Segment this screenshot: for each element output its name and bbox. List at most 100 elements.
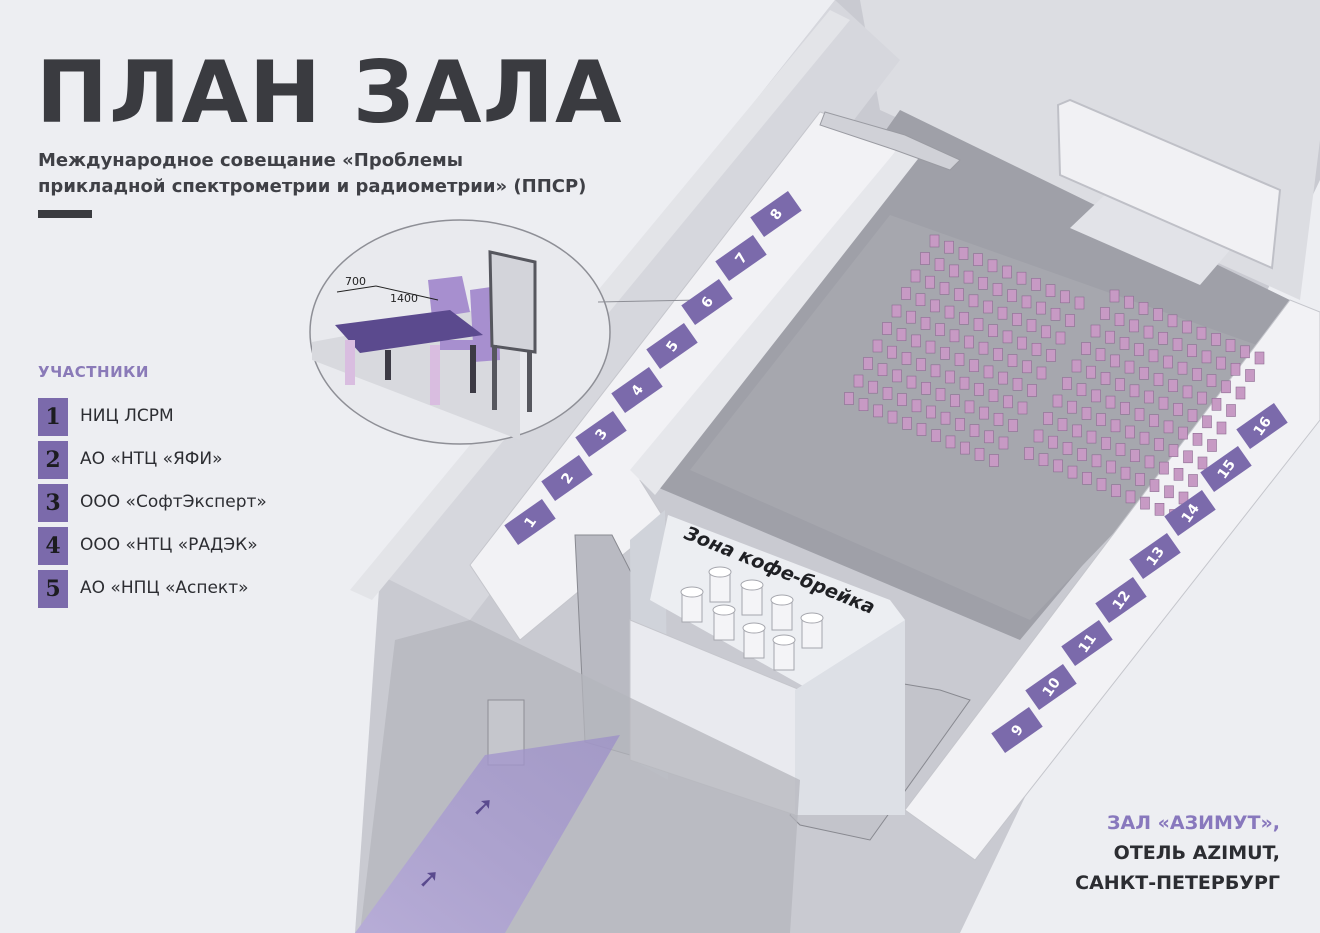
seat [931,429,941,443]
seat [950,394,960,408]
seat [973,253,983,266]
booth-9: 9 [991,706,1043,754]
seat [1115,378,1125,391]
seat [1036,366,1047,380]
booth-6: 6 [681,278,733,326]
booth-2: 2 [541,454,593,502]
seat [1081,342,1091,355]
seat [964,335,974,349]
legend-label: ООО «НТЦ «РАДЭК» [80,535,258,555]
seat [1130,449,1140,463]
seat [983,300,993,314]
seat [989,454,999,467]
seat [930,299,940,313]
seat [1143,325,1154,339]
seat [1187,409,1198,422]
legend-label: ООО «СофтЭксперт» [80,492,267,512]
seating-block-left [844,234,1085,467]
seat [1154,502,1165,516]
seat [844,392,854,405]
seat [1124,295,1134,309]
cocktail-table [770,594,794,631]
seat [935,323,945,336]
gallery-inner-edge [630,140,925,495]
seat [1149,479,1160,492]
seat [1096,413,1106,426]
seat [1057,418,1068,432]
booth-4: 4 [611,366,663,414]
cocktail-table [800,612,824,649]
seat [1153,373,1164,386]
seat [916,423,927,436]
seat [1007,289,1017,303]
seat [940,411,951,425]
seat [1002,330,1013,344]
seat [1206,374,1217,387]
booth-marker [1200,445,1252,493]
inset-poster-board [488,250,537,354]
seat [949,264,959,278]
seat [1041,325,1051,339]
table-detail-inset: 700 1400 [309,219,701,445]
seat [988,324,998,338]
seat [872,339,883,353]
seat [1091,454,1102,468]
seat [1101,436,1111,450]
seat [1154,438,1164,451]
seat [1139,366,1149,380]
booth-marker [715,234,767,282]
seat [969,424,980,437]
seat [987,259,998,273]
seat [1045,284,1056,297]
seat [1178,426,1188,440]
seat [1095,348,1106,362]
seat [1074,296,1085,310]
cocktail-table [680,586,704,623]
booth-7: 7 [715,234,767,282]
venue-city: САНКТ-ПЕТЕРБУРГ [1075,872,1280,894]
booth-8: 8 [750,190,802,238]
page-title: ПЛАН ЗАЛА [36,43,623,143]
cocktail-table [712,604,736,641]
seat [1012,377,1023,391]
seat [916,358,926,371]
seat [944,240,954,254]
seat [1221,380,1231,394]
inset-table-top [335,310,483,353]
entrance-arrow-lower: ➚ [418,864,440,894]
seat [1225,339,1236,352]
seat [1105,395,1116,409]
inset-chair-back [428,276,470,318]
seat [887,410,898,424]
seat [949,329,960,343]
seat [863,357,873,370]
seat [964,400,975,414]
inset-chair-seat [440,340,474,350]
seat [1240,345,1250,359]
seat [906,310,916,324]
legend-number-badge: 2 [38,441,68,479]
seat [1139,431,1150,445]
seat [983,365,994,379]
booth-marker [504,498,556,546]
title-underline [38,210,92,218]
seat [988,389,999,402]
seat [1050,307,1061,321]
seat [984,430,994,444]
coffee-tables [680,566,824,671]
seat [1067,400,1077,414]
cocktail-table [772,634,796,671]
seat [939,282,950,295]
booth-marker [1095,576,1147,624]
projection-screen [1056,98,1282,270]
seat [1024,447,1034,460]
booth-marker [1061,619,1113,667]
booth-marker [541,454,593,502]
seat [887,345,897,359]
seat [1031,278,1041,291]
seat [992,283,1003,296]
seat [897,393,907,406]
seat [868,380,878,394]
inset-table-leg [345,340,355,385]
